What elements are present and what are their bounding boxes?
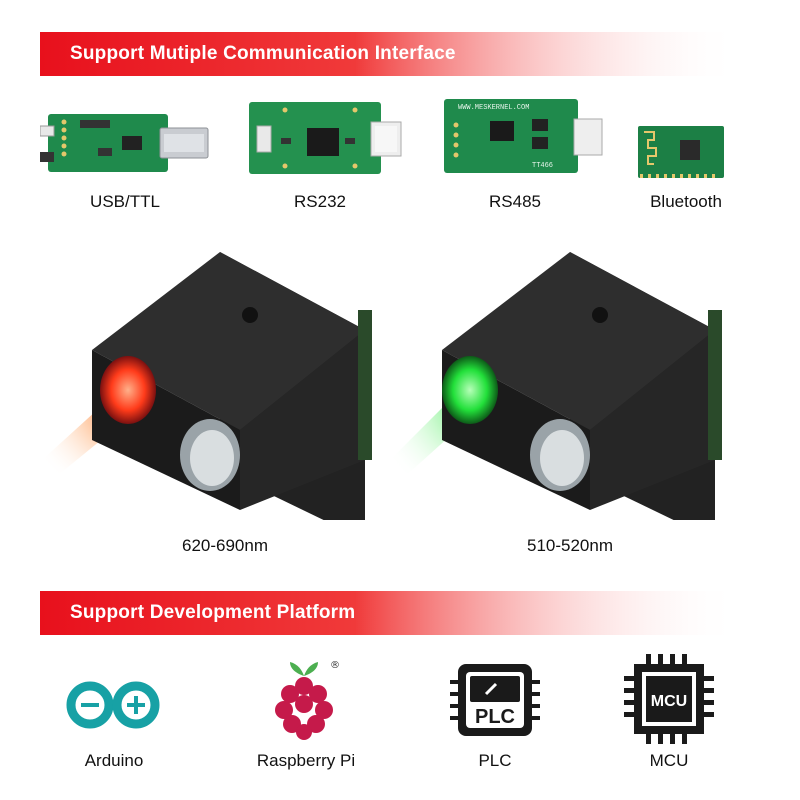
- registered-mark: ®: [330, 660, 340, 671]
- raspberry-pi-label: Raspberry Pi: [256, 751, 356, 770]
- bluetooth-module-image: [638, 126, 724, 178]
- development-platform-banner: Support Development Platform: [40, 591, 740, 635]
- mcu-chip-icon: MCU: [624, 654, 714, 744]
- usb-ttl-board-image: [40, 114, 209, 172]
- mcu-label: MCU: [649, 751, 689, 770]
- plc-icon-text: PLC: [475, 706, 515, 728]
- rs232-board-image: [249, 102, 402, 174]
- plc-label: PLC: [478, 751, 512, 770]
- green-laser-module-image: [370, 252, 722, 520]
- rs485-chip-text: TT466: [532, 162, 553, 170]
- red-laser-module-image: [20, 252, 372, 520]
- banner-gradient: [40, 591, 740, 635]
- bluetooth-label: Bluetooth: [650, 192, 722, 211]
- arduino-logo-icon: [66, 681, 160, 729]
- rs485-board-image: WWW.MESKERNEL.COM TT466: [444, 99, 603, 173]
- communication-interface-banner: Support Mutiple Communication Interface: [40, 32, 740, 76]
- usb-ttl-label: USB/TTL: [90, 192, 160, 211]
- banner-gradient: [40, 32, 740, 76]
- plc-chip-icon: PLC: [450, 664, 540, 736]
- green-laser-label: 510-520nm: [526, 536, 613, 555]
- rs485-label: RS485: [489, 192, 541, 211]
- rs232-label: RS232: [294, 192, 346, 211]
- arduino-label: Arduino: [84, 751, 144, 770]
- raspberry-pi-logo-icon: ®: [275, 660, 340, 740]
- banner-title: Support Mutiple Communication Interface: [70, 43, 456, 64]
- red-laser-label: 620-690nm: [181, 536, 268, 555]
- mcu-icon-text: MCU: [651, 693, 687, 710]
- banner-title: Support Development Platform: [70, 602, 356, 623]
- rs485-board-text: WWW.MESKERNEL.COM: [458, 104, 529, 112]
